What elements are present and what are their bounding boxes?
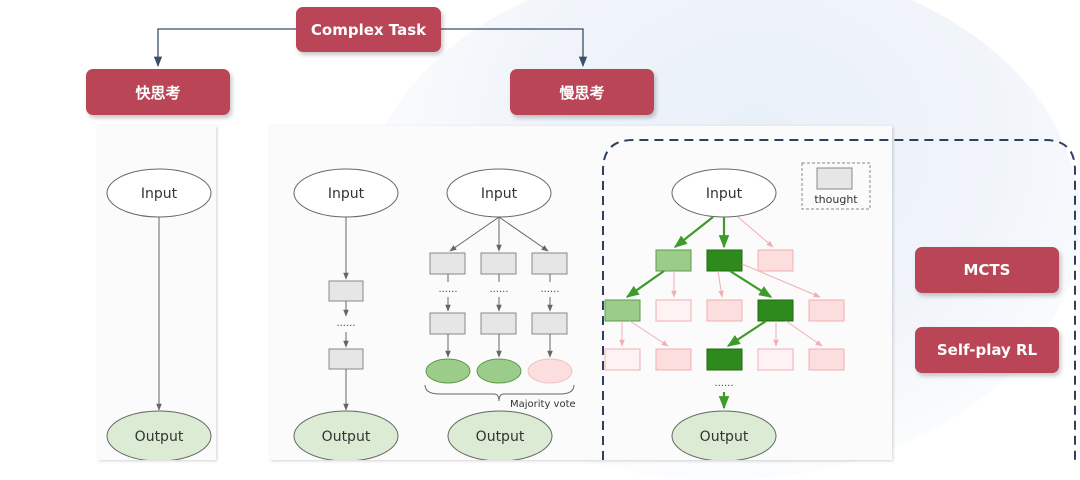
output-label: Output [476,429,525,445]
thought-node-pruned [706,299,743,322]
edge-pruned [717,270,724,298]
thought-node-selected [757,299,794,322]
thought-node [429,312,466,335]
output-node [293,410,399,460]
chain-column: Input ...... Output [293,168,399,460]
answer-node-rejected [527,358,573,384]
edge-selected [625,270,665,298]
tree-search-column: Input thought [604,162,871,460]
thought-node-selected [706,249,743,272]
thought-node [480,252,517,275]
thought-node-pruned [808,348,845,371]
input-label: Input [706,186,743,202]
fast-thinking-box: 快思考 [86,69,230,115]
self-consistency-column: Input ...... ...... ...... Majority vote… [424,168,576,460]
thought-node-pruned [808,299,845,322]
output-label: Output [322,429,371,445]
edge-pruned [785,320,823,347]
majority-vote-label: Majority vote [510,399,576,410]
edge [449,216,500,252]
output-node [447,410,553,460]
thought-node [480,312,517,335]
dots: ...... [336,318,355,329]
root-to-slow-connector [441,28,588,68]
thought-node-pruned [604,348,641,371]
edge-pruned [629,320,669,347]
answer-node-selected [425,358,471,384]
input-label: Input [481,186,518,202]
root-to-fast-connector [153,28,296,68]
thought-node [328,280,364,302]
thought-node [531,252,568,275]
edge-pruned [741,263,821,298]
output-label: Output [135,429,184,445]
dots: ...... [540,284,559,295]
dots: ...... [438,284,457,295]
input-label: Input [141,186,178,202]
slow-thinking-box: 慢思考 [510,69,654,115]
edge-selected [729,270,773,298]
tree-search-frame [602,139,1076,460]
dots: ...... [489,284,508,295]
output-node [671,410,777,460]
input-label: Input [328,186,365,202]
edge-selected [673,216,714,248]
output-node [106,410,212,460]
thought-node-visited [655,249,692,272]
majority-vote-brace [424,384,575,402]
thought-node [429,252,466,275]
legend-box [801,162,871,210]
output-label: Output [700,429,749,445]
diagram-canvas: Input Output Input ...... Output Input .… [106,28,1076,460]
thought-node-pruned [655,348,692,371]
fast-column: Input Output [106,168,212,460]
thought-node-visited [604,299,641,322]
thought-node [328,348,364,370]
edge-selected [726,320,767,347]
answer-node-selected [476,358,522,384]
thought-node-selected [706,348,743,371]
legend-thought-swatch [816,167,853,190]
legend-thought-label: thought [814,193,858,206]
thought-node-pruned [757,249,794,272]
edge-pruned [737,216,774,248]
complex-task-box: Complex Task [296,7,441,52]
self-play-rl-box: Self-play RL [915,327,1059,373]
thought-node-pruned [655,299,692,322]
mcts-box: MCTS [915,247,1059,293]
edge [498,216,549,252]
dots: ...... [714,378,733,389]
thought-node [531,312,568,335]
thought-node-pruned [757,348,794,371]
